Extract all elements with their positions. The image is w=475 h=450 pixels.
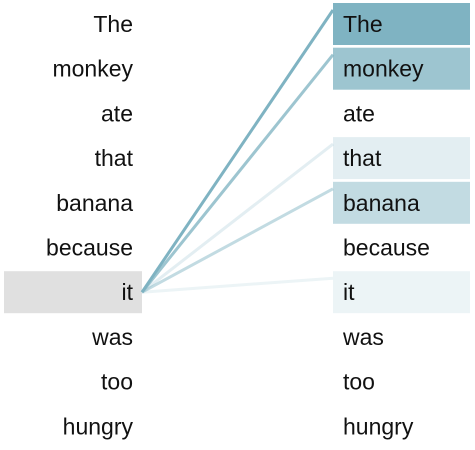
source-token[interactable]: banana: [56, 190, 133, 216]
source-token[interactable]: was: [91, 324, 133, 350]
source-token[interactable]: because: [46, 235, 133, 261]
attention-lines: [140, 9, 335, 294]
right-token-column: The monkey ate that banana because it was too hun…: [342, 11, 430, 439]
attention-line: [141, 187, 334, 294]
source-token[interactable]: that: [95, 145, 134, 171]
attention-weight-box: [333, 3, 470, 45]
target-token[interactable]: too: [343, 369, 375, 395]
attention-weight-box: [333, 271, 470, 314]
right-highlight-layer: [333, 3, 470, 314]
source-token[interactable]: The: [93, 11, 133, 37]
source-token[interactable]: it: [122, 279, 134, 305]
source-token[interactable]: ate: [101, 100, 133, 126]
source-token[interactable]: too: [101, 369, 133, 395]
target-token[interactable]: it: [343, 279, 355, 305]
left-highlight-layer: [4, 271, 142, 314]
target-token[interactable]: banana: [343, 190, 420, 216]
attention-line: [141, 142, 334, 294]
attention-line: [140, 9, 335, 294]
attention-weight-box: [333, 181, 470, 224]
target-token[interactable]: was: [342, 324, 384, 350]
attention-line: [140, 53, 335, 294]
attention-weight-box: [333, 47, 470, 90]
source-token[interactable]: monkey: [52, 56, 133, 82]
target-token[interactable]: ate: [343, 100, 375, 126]
selected-token-highlight: [4, 271, 142, 314]
left-token-column: The monkey ate that banana because it was too hun…: [46, 11, 134, 439]
source-token[interactable]: hungry: [63, 413, 134, 439]
target-token[interactable]: because: [343, 235, 430, 261]
target-token[interactable]: monkey: [343, 56, 424, 82]
attention-weight-box: [333, 137, 470, 180]
attention-line: [141, 276, 334, 294]
target-token[interactable]: hungry: [343, 413, 414, 439]
target-token[interactable]: The: [343, 11, 383, 37]
target-token[interactable]: that: [343, 145, 382, 171]
